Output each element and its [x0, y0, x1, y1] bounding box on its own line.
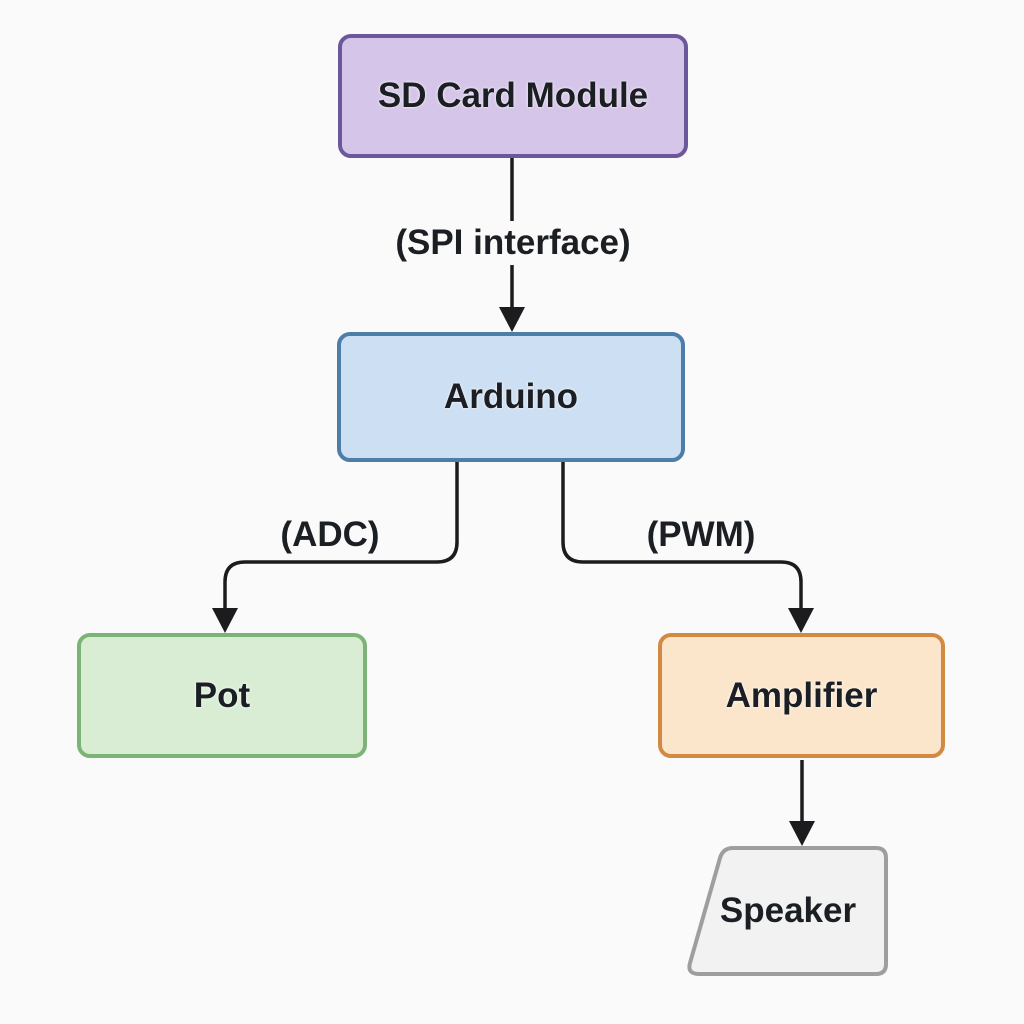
node-speaker-label: Speaker — [719, 891, 857, 930]
edge-label-spi-interface: (SPI interface) — [385, 221, 641, 265]
edge-label-adc: (ADC) — [270, 513, 390, 557]
node-amplifier-label: Amplifier — [725, 675, 878, 715]
arrowhead-amplifier-speaker — [789, 821, 815, 846]
node-speaker: Speaker — [690, 850, 886, 972]
node-arduino: Arduino — [337, 332, 685, 462]
speaker-node-shape — [687, 846, 888, 976]
edge-label-pwm: (PWM) — [636, 513, 766, 557]
node-sd-card-module: SD Card Module — [338, 34, 688, 158]
arrowhead-sdcard-arduino — [499, 307, 525, 332]
node-pot: Pot — [77, 633, 367, 758]
node-pot-label: Pot — [193, 675, 251, 715]
arrowhead-arduino-pot — [212, 608, 238, 633]
node-arduino-label: Arduino — [443, 377, 579, 416]
arrowhead-arduino-amplifier — [788, 608, 814, 633]
edge-arduino-amplifier — [561, 462, 803, 609]
node-amplifier: Amplifier — [658, 633, 945, 758]
edge-arduino-pot — [223, 462, 459, 609]
node-sd-card-module-label: SD Card Module — [377, 76, 649, 115]
